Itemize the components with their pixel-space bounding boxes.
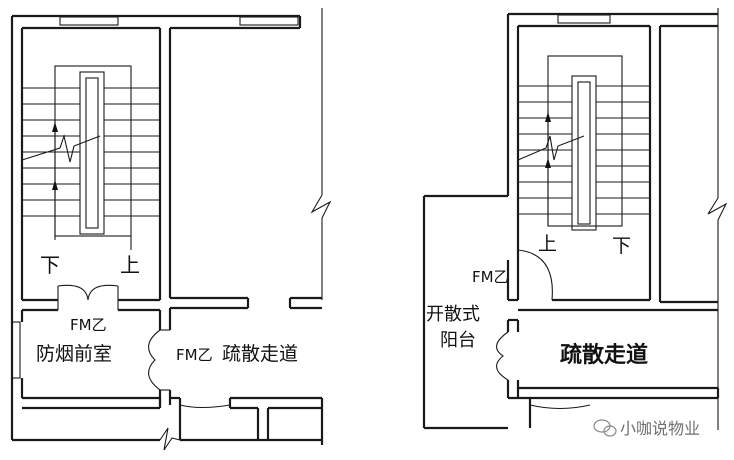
balcony-label-line1: 开散式 xyxy=(426,304,480,325)
balcony-label-line2: 阳台 xyxy=(440,330,476,351)
right-down-label: 下 xyxy=(612,235,631,257)
wechat-icon xyxy=(593,419,617,437)
right-door-label: FM乙 xyxy=(472,268,509,286)
left-door-label-1: FM乙 xyxy=(70,316,107,334)
watermark-text: 小咖说物业 xyxy=(620,419,700,438)
right-bottom-door xyxy=(529,404,591,410)
right-corridor-label: 疏散走道 xyxy=(560,342,648,368)
right-plan: 上 下 FM乙 开散式 阳台 疏散走道 xyxy=(422,8,728,430)
watermark: 小咖说物业 xyxy=(593,419,700,438)
anteroom-label: 防烟前室 xyxy=(36,343,112,365)
left-double-door xyxy=(57,284,119,310)
right-up-label: 上 xyxy=(538,233,557,255)
left-walls xyxy=(10,8,332,451)
left-down-label: 下 xyxy=(40,253,60,277)
left-corridor-door xyxy=(179,404,231,409)
left-up-label: 上 xyxy=(120,253,140,277)
left-plan: 下 上 FM乙 防烟前室 FM乙 疏散走道 xyxy=(10,8,332,451)
right-stair xyxy=(517,55,650,231)
left-door-label-2: FM乙 xyxy=(176,346,213,364)
right-balcony-door xyxy=(517,249,553,301)
left-corridor-label: 疏散走道 xyxy=(222,343,298,365)
left-stair xyxy=(21,65,160,250)
right-corridor-door xyxy=(496,331,509,381)
right-walls xyxy=(422,8,728,430)
left-anteroom-door xyxy=(148,329,170,391)
